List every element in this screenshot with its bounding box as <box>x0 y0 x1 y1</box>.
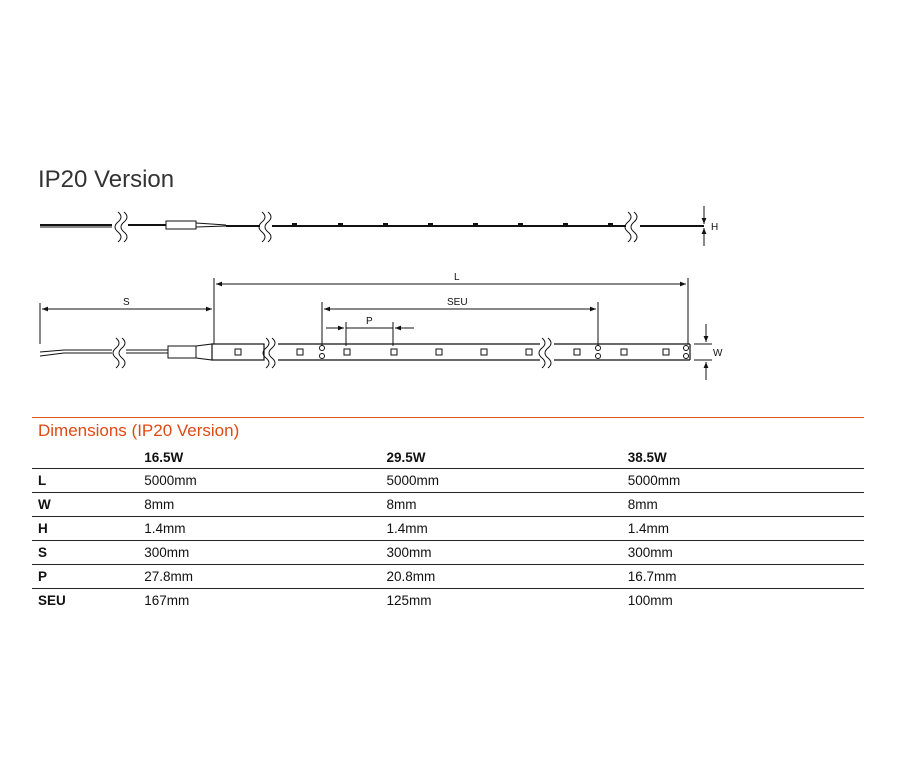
column-header: 38.5W <box>627 446 864 469</box>
row-label: SEU <box>38 593 66 608</box>
section-title: Dimensions (IP20 Version) <box>38 421 240 440</box>
strip-drawing: H <box>39 206 723 380</box>
label-p: P <box>366 316 373 327</box>
row-label: H <box>32 516 145 541</box>
table-cell: 8mm <box>144 492 387 517</box>
table-header-row: 16.5W 29.5W 38.5W <box>32 446 864 469</box>
label-w: W <box>713 348 723 359</box>
row-label: P <box>32 564 145 589</box>
row-label: W <box>32 492 145 517</box>
table-row: S 300mm 300mm 300mm <box>32 540 864 565</box>
row-label: L <box>32 468 145 493</box>
side-view <box>40 206 707 246</box>
table-cell: 16.7mm <box>627 564 864 589</box>
dimensions-table: 16.5W 29.5W 38.5W L 5000mm 5000mm 5000mm… <box>32 446 864 612</box>
column-header: 16.5W <box>144 446 387 469</box>
page-title: IP20 Version <box>38 166 175 193</box>
row-label: S <box>32 540 145 565</box>
table-row: L 5000mm 5000mm 5000mm <box>32 468 864 493</box>
table-cell: 1.4mm <box>386 516 628 541</box>
label-h: H <box>711 222 718 233</box>
table-cell: 125mm <box>386 593 432 608</box>
label-seu: SEU <box>447 297 468 308</box>
label-s: S <box>123 297 130 308</box>
table-cell: 1.4mm <box>627 516 864 541</box>
table-cell: 5000mm <box>386 468 628 493</box>
column-header: 29.5W <box>386 446 628 469</box>
table-cell: 300mm <box>144 540 387 565</box>
table-cell: 8mm <box>386 492 628 517</box>
table-cell: 167mm <box>144 593 190 608</box>
table-cell: 27.8mm <box>144 564 387 589</box>
top-view <box>39 278 712 380</box>
table-cell: 5000mm <box>144 468 387 493</box>
section-divider <box>32 417 864 418</box>
table-cell: 300mm <box>627 540 864 565</box>
table-cell: 300mm <box>386 540 628 565</box>
label-l: L <box>454 272 460 283</box>
table-row: H 1.4mm 1.4mm 1.4mm <box>32 516 864 541</box>
table-row: SEU 167mm 125mm 100mm <box>32 589 864 613</box>
table-row: W 8mm 8mm 8mm <box>32 492 864 517</box>
table-row: P 27.8mm 20.8mm 16.7mm <box>32 564 864 589</box>
table-cell: 8mm <box>627 492 864 517</box>
table-cell: 5000mm <box>627 468 864 493</box>
column-header <box>32 446 145 469</box>
table-cell: 100mm <box>627 593 673 608</box>
table-cell: 1.4mm <box>144 516 387 541</box>
table-cell: 20.8mm <box>386 564 628 589</box>
